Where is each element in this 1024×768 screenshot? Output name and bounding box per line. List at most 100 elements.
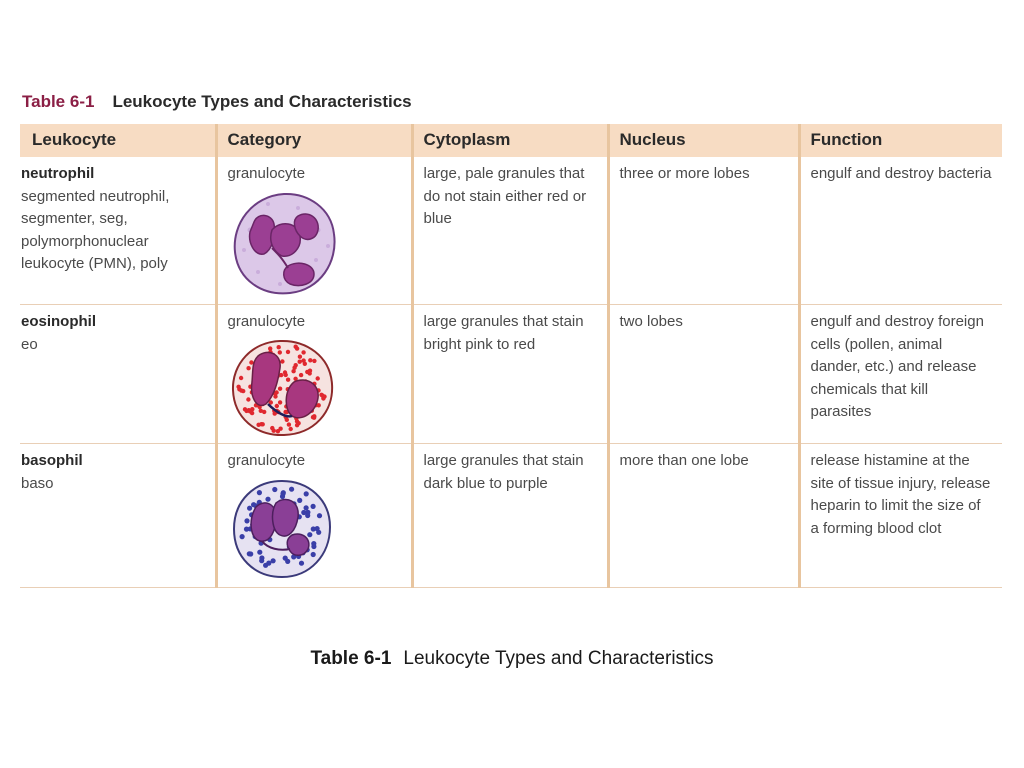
granule-dot <box>270 557 276 563</box>
granule-dot <box>278 372 283 377</box>
table-number-label: Table 6-1 <box>22 92 95 111</box>
cytoplasm-cell: large granules that stain bright pink to… <box>412 304 610 444</box>
nucleus-cell: three or more lobes <box>608 157 801 305</box>
granule-dot <box>277 349 282 355</box>
granule-dot <box>284 417 289 422</box>
granule-dot <box>306 531 312 537</box>
granule-dot <box>236 386 242 391</box>
granule-dot <box>264 496 271 502</box>
granule-dot <box>291 365 297 370</box>
category-cell: granulocyte <box>216 157 414 305</box>
granule-dot <box>262 562 268 568</box>
granule-dot <box>280 489 286 495</box>
leukocyte-aliases: segmented neutrophil, segmenter, seg, po… <box>21 187 170 273</box>
granule-dot <box>296 497 302 503</box>
granule-dot <box>247 408 252 413</box>
granule-dot <box>285 377 290 382</box>
granule-dot <box>271 486 277 492</box>
granule-dot <box>300 349 306 355</box>
neutrophil-cell-icon <box>233 192 336 294</box>
granule-dot <box>274 403 279 408</box>
granule-dot <box>297 359 302 364</box>
category-cell: granulocyte <box>216 443 414 588</box>
granule-dot <box>282 409 288 414</box>
column-header-category: Category <box>216 124 414 157</box>
granule-dot <box>260 421 265 426</box>
eosinophil-cell-icon <box>231 339 333 436</box>
leukocyte-cell: neutrophil segmented neutrophil, segment… <box>20 157 218 305</box>
granule-dot <box>316 402 321 407</box>
granule-dot <box>288 426 293 431</box>
cytoplasm-cell: large, pale granules that do not stain e… <box>412 157 610 305</box>
granule-dot <box>285 349 290 354</box>
granule-dot <box>303 490 309 496</box>
caption-title: Leukocyte Types and Characteristics <box>403 648 714 669</box>
granule-dot <box>268 399 273 405</box>
table-row: neutrophil segmented neutrophil, segment… <box>20 157 1002 305</box>
leukocyte-name: eosinophil <box>21 313 96 330</box>
granule-dot <box>279 358 285 364</box>
granule-dot <box>250 501 256 507</box>
granule-dot <box>288 486 294 492</box>
granule-dot <box>242 406 247 411</box>
column-header-leukocyte: Leukocyte <box>20 124 218 157</box>
granule-dot <box>311 413 316 418</box>
leukocyte-aliases: eo <box>21 335 38 353</box>
granule-dot <box>261 409 266 414</box>
granule-dot <box>316 512 322 518</box>
granule-dot <box>243 517 250 523</box>
granule-dot <box>256 549 262 555</box>
category-label: granulocyte <box>227 165 306 182</box>
granule-dot <box>290 368 296 373</box>
granule-dot <box>277 386 282 391</box>
granule-dot <box>302 361 307 366</box>
function-cell: engulf and destroy bacteria <box>799 157 1002 305</box>
table-title: Leukocyte Types and Characteristics <box>112 92 412 111</box>
granule-dot <box>292 376 298 381</box>
granule-dot <box>247 550 253 557</box>
caption-number-label: Table 6-1 <box>310 648 392 669</box>
granule-dot <box>239 533 245 539</box>
granule-dot <box>318 392 324 397</box>
granule-dot <box>248 359 254 365</box>
category-label: granulocyte <box>227 313 306 330</box>
granule-dot <box>243 526 249 532</box>
granule-dot <box>315 375 320 381</box>
granule-dot <box>258 554 264 561</box>
granule-dot <box>282 369 287 375</box>
granule-dot <box>310 503 316 509</box>
granule-dot <box>307 368 312 373</box>
column-header-nucleus: Nucleus <box>608 124 801 157</box>
leukocyte-cell: basophil baso <box>20 443 218 588</box>
basophil-cell-icon <box>232 479 331 578</box>
granule-dot <box>276 344 281 349</box>
granule-dot <box>245 365 251 370</box>
granule-dot <box>298 560 304 566</box>
granule-dot <box>238 375 243 380</box>
leukocyte-aliases: baso <box>21 474 54 492</box>
category-label: granulocyte <box>227 452 306 469</box>
granule-dot <box>272 393 278 399</box>
table-row: basophil baso granulocyte large granules… <box>20 443 1002 588</box>
granule-dot <box>258 408 263 413</box>
granule-dot <box>293 344 298 349</box>
granule-dot <box>246 505 252 511</box>
table-row: eosinophil eo granulocyte large granules… <box>20 304 1002 444</box>
table-header-title: Table 6-1 Leukocyte Types and Characteris… <box>22 92 412 112</box>
table-caption: Table 6-1 Leukocyte Types and Characteris… <box>0 648 1024 670</box>
granule-dot <box>256 489 262 495</box>
column-header-function: Function <box>799 124 1002 157</box>
nucleus-cell: more than one lobe <box>608 443 801 588</box>
granule-dot <box>282 555 288 561</box>
granule-dot <box>277 426 283 431</box>
leukocyte-table: Leukocyte Category Cytoplasm Nucleus Fun… <box>20 124 1002 588</box>
granule-dot <box>297 354 302 359</box>
granule-dot <box>267 345 272 351</box>
granule-dot <box>271 428 276 433</box>
cytoplasm-cell: large granules that stain dark blue to p… <box>412 443 610 588</box>
category-cell: granulocyte <box>216 304 414 444</box>
leukocyte-name: neutrophil <box>21 165 95 182</box>
granule-dot <box>315 529 321 535</box>
granule-dot <box>245 396 251 402</box>
leukocyte-cell: eosinophil eo <box>20 304 218 444</box>
